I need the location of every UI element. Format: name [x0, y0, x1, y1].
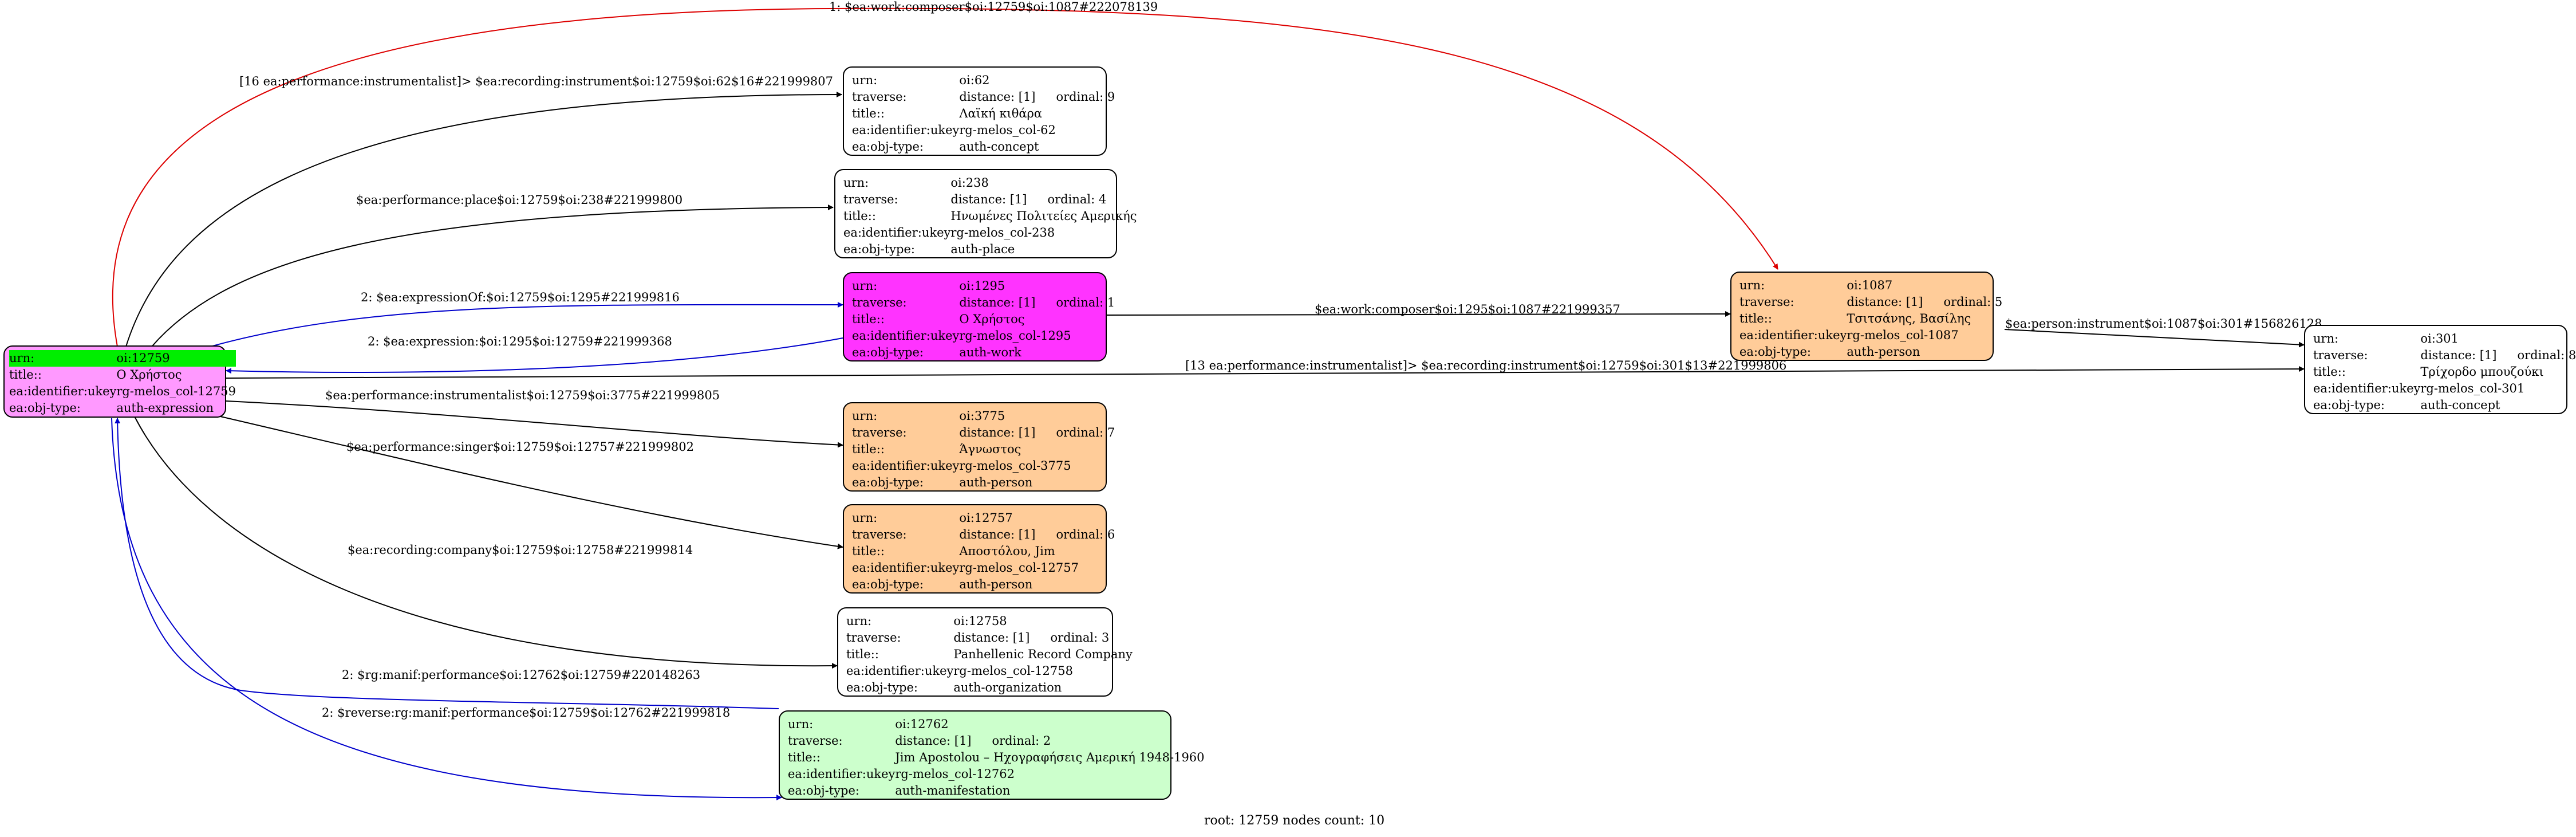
edge-root-to-12757	[220, 416, 843, 549]
node-oi-301[interactable]: urn:oi:301 traverse:distance: [1]ordinal…	[2304, 325, 2576, 414]
node-oi-238[interactable]: urn:oi:238 traverse:distance: [1]ordinal…	[834, 169, 1137, 258]
edge-12762-to-root	[115, 418, 779, 709]
edge-root-to-238	[151, 205, 834, 347]
node-oi-1087[interactable]: urn:oi:1087 traverse:distance: [1]ordina…	[1730, 272, 2002, 361]
edge-label-root-238: $ea:performance:place$oi:12759$oi:238#22…	[356, 193, 683, 207]
edge-root-to-1295	[206, 301, 843, 348]
graph-footer: root: 12759 nodes count: 10	[1204, 814, 1385, 828]
edge-1295-to-1087	[1106, 311, 1731, 317]
edge-root-to-3775	[226, 400, 843, 448]
edge-label-1295-root: 2: $ea:expression:$oi:1295$oi:12759#2219…	[368, 335, 672, 348]
node-oi-62[interactable]: urn:oi:62 traverse:distance: [1]ordinal:…	[843, 66, 1115, 156]
edge-root-to-62	[125, 92, 842, 347]
edge-label-root-3775: $ea:performance:instrumentalist$oi:12759…	[325, 388, 720, 402]
node-oi-12757[interactable]: urn:oi:12757 traverse:distance: [1]ordin…	[843, 504, 1115, 594]
edge-label-root-301: [13 ea:performance:instrumentalist]> $ea…	[1185, 359, 1787, 372]
edge-root-to-12758	[134, 416, 838, 669]
edge-label-12762-root: 2: $rg:manif:performance$oi:12762$oi:127…	[342, 668, 701, 682]
edge-root-to-12762	[111, 418, 782, 801]
node-oi-1295[interactable]: urn:oi:1295 traverse:distance: [1]ordina…	[843, 272, 1115, 361]
edge-label-root-1087: 1: $ea:work:composer$oi:12759$oi:1087#22…	[829, 0, 1158, 14]
edge-1087-to-301	[2004, 329, 2305, 348]
edge-label-root-62: [16 ea:performance:instrumentalist]> $ea…	[239, 74, 834, 88]
edge-root-to-301	[226, 366, 2305, 379]
node-oi-12762[interactable]: urn:oi:12762 traverse:distance: [1]ordin…	[779, 710, 1205, 800]
edge-label-1295-1087: $ea:work:composer$oi:1295$oi:1087#221999…	[1315, 302, 1620, 316]
edge-label-root-12758: $ea:recording:company$oi:12759$oi:12758#…	[348, 543, 693, 557]
edge-label-root-12762: 2: $reverse:rg:manif:performance$oi:1275…	[322, 706, 731, 720]
edge-label-root-1295: 2: $ea:expressionOf:$oi:12759$oi:1295#22…	[361, 290, 680, 304]
edge-1295-to-root	[226, 337, 843, 374]
edge-label-1087-301: $ea:person:instrument$oi:1087$oi:301#156…	[2005, 317, 2322, 331]
edge-label-root-12757: $ea:performance:singer$oi:12759$oi:12757…	[346, 440, 694, 454]
edge-root-to-1087	[112, 7, 1778, 347]
node-oi-3775[interactable]: urn:oi:3775 traverse:distance: [1]ordina…	[843, 402, 1115, 492]
node-root-12759[interactable]: urn:oi:12759 title::Ο Χρήστος ea:identif…	[3, 345, 236, 418]
node-oi-12758[interactable]: urn:oi:12758 traverse:distance: [1]ordin…	[837, 607, 1133, 697]
